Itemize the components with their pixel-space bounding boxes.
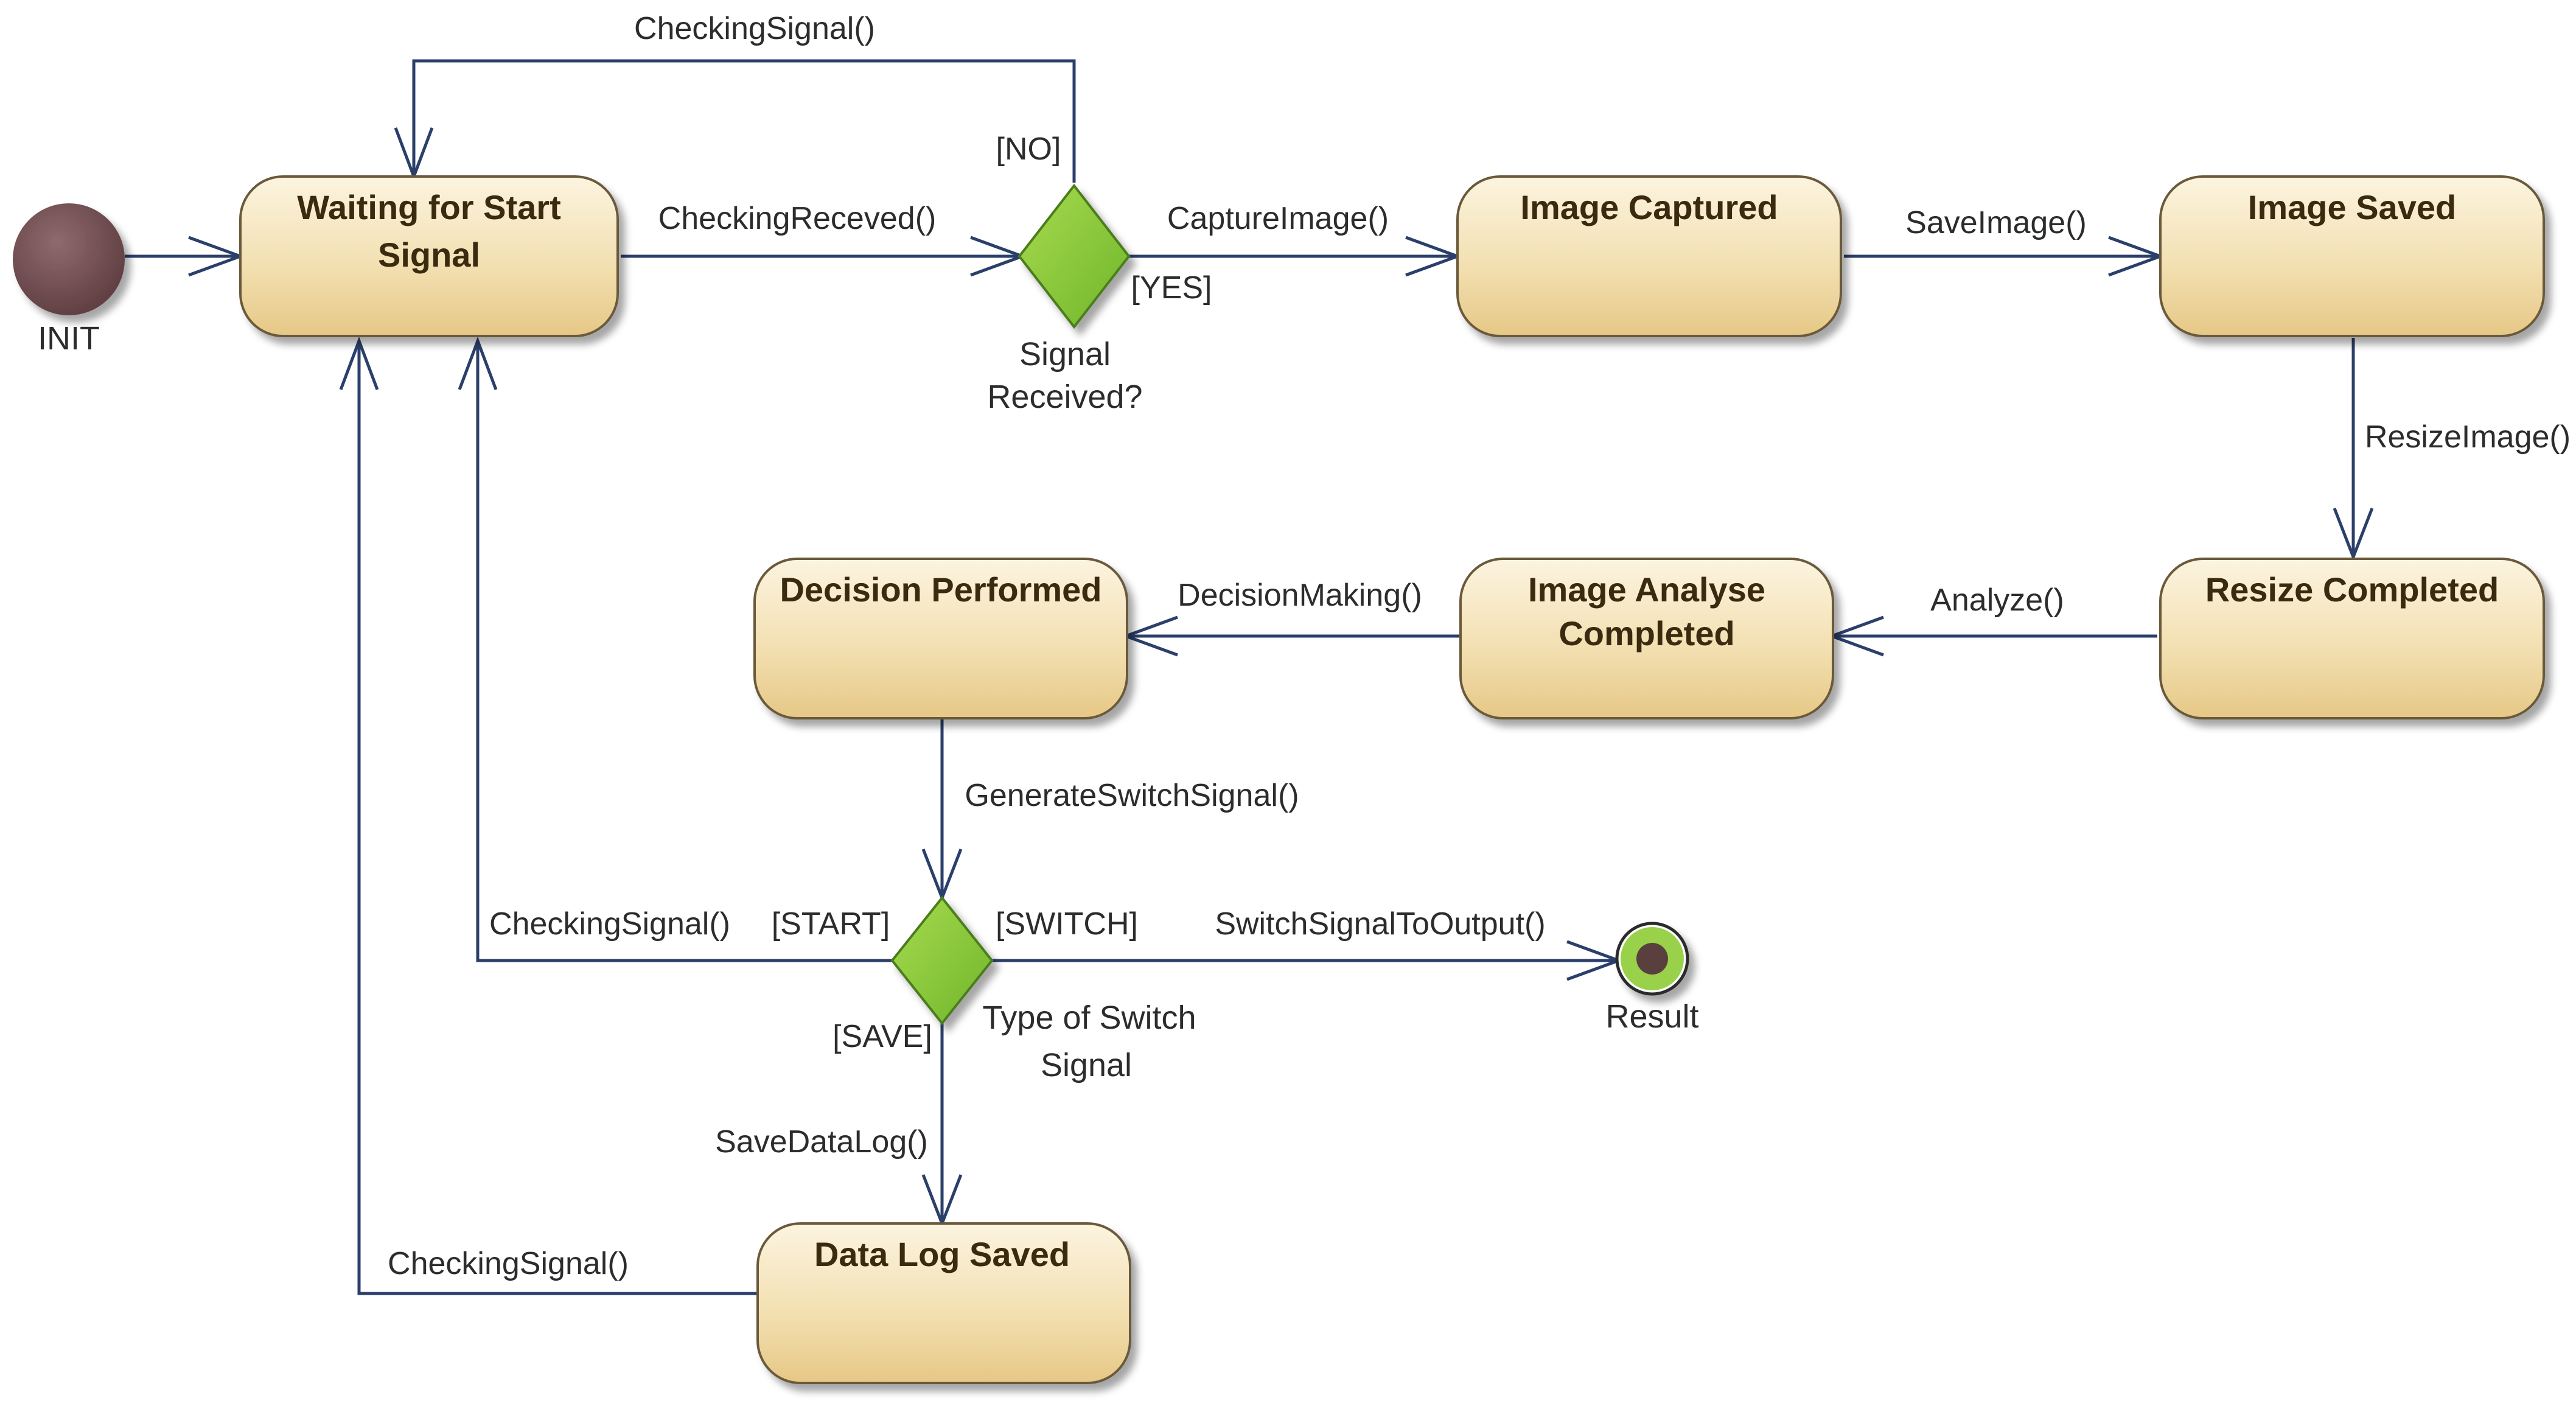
state-image-captured[interactable]: Image Captured [1456, 175, 1842, 337]
label-decision-making: DecisionMaking() [1178, 578, 1422, 613]
label-switch-signal-to-output: SwitchSignalToOutput() [1215, 906, 1545, 942]
decision-signal-received: Signal Received? [987, 183, 1143, 415]
state-title-line1: Waiting for Start [297, 188, 560, 226]
decision-label-line1: Type of Switch [982, 999, 1196, 1036]
edge-checking-receved [621, 236, 1027, 277]
decision-label-line1: Signal [1019, 336, 1111, 373]
label-capture-image: CaptureImage() [1167, 201, 1389, 236]
initial-node: INIT [13, 203, 125, 357]
state-waiting-for-start-signal[interactable]: Waiting for Start Signal [239, 175, 619, 337]
label-checking-signal-top: CheckingSignal() [634, 11, 875, 46]
state-title-line1: Image Analyse [1528, 570, 1765, 609]
label-guard-switch: [SWITCH] [996, 906, 1138, 942]
label-save-image: SaveImage() [1905, 205, 2087, 240]
state-title: Resize Completed [2205, 570, 2499, 609]
edge-analyze [1827, 615, 2157, 657]
state-title: Decision Performed [780, 570, 1101, 609]
edge-checking-signal-loop [394, 59, 1076, 183]
label-analyze: Analyze() [1930, 583, 2064, 618]
state-resize-completed[interactable]: Resize Completed [2159, 558, 2545, 719]
label-guard-no: [NO] [996, 131, 1061, 167]
edge-decision-making [1121, 615, 1461, 657]
edge-capture-image [1129, 236, 1462, 277]
decision-label-line2: Signal [1041, 1047, 1132, 1083]
label-generate-switch-signal: GenerateSwitchSignal() [965, 778, 1299, 813]
edge-resize-image [2333, 338, 2374, 561]
label-checking-receved: CheckingReceved() [658, 201, 937, 236]
state-title-line2: Signal [378, 236, 480, 274]
label-checking-signal-bottom: CheckingSignal() [388, 1246, 629, 1281]
final-node-result: Result [1605, 922, 1699, 1035]
init-label: INIT [38, 320, 100, 357]
label-guard-yes: [YES] [1131, 270, 1212, 306]
state-data-log-saved[interactable]: Data Log Saved [756, 1222, 1131, 1384]
label-resize-image: ResizeImage() [2365, 419, 2571, 455]
state-title: Image Saved [2248, 188, 2456, 226]
decision-type-of-switch-signal: Type of Switch Signal [890, 895, 1196, 1083]
label-save-data-log: SaveDataLog() [715, 1124, 928, 1160]
edge-checking-signal-bottom [339, 336, 758, 1295]
state-title: Data Log Saved [814, 1235, 1070, 1273]
label-checking-signal-start: CheckingSignal() [489, 906, 730, 942]
state-title-line2: Completed [1559, 614, 1734, 653]
label-guard-save: [SAVE] [832, 1019, 932, 1054]
edge-switch-signal-to-output [992, 940, 1624, 981]
decision-label-line2: Received? [987, 379, 1142, 415]
state-title: Image Captured [1520, 188, 1778, 226]
edge-generate-switch-signal [921, 718, 963, 902]
state-image-analyse-completed[interactable]: Image Analyse Completed [1459, 558, 1834, 719]
state-decision-performed[interactable]: Decision Performed [753, 558, 1128, 719]
edge-checking-signal-start [458, 336, 895, 962]
edge-save-image [1844, 236, 2165, 277]
label-guard-start: [START] [772, 906, 890, 942]
result-label: Result [1605, 998, 1698, 1035]
edge-init-to-waiting [125, 236, 245, 277]
state-image-saved[interactable]: Image Saved [2159, 175, 2545, 337]
